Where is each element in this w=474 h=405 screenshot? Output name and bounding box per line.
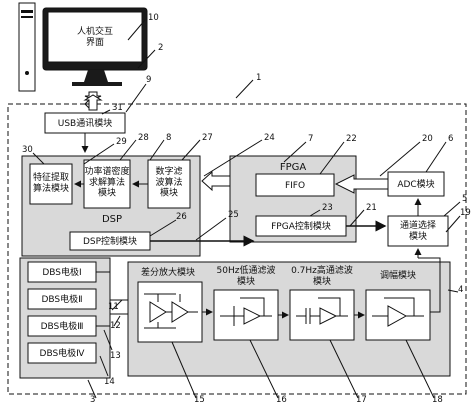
electrode-3: DBS电极Ⅲ <box>27 315 97 337</box>
diff-amp-label: 差分放大模块 <box>141 266 195 278</box>
gain-circuit <box>372 297 424 327</box>
svg-text:23: 23 <box>322 203 333 213</box>
svg-text:26: 26 <box>176 212 187 222</box>
svg-text:8: 8 <box>166 133 171 143</box>
svg-text:31: 31 <box>112 103 123 113</box>
gain-label: 调幅模块 <box>380 269 416 281</box>
electrode-1: DBS电极Ⅰ <box>27 261 97 283</box>
reference-callouts: 10 2 1 9 31 30 29 28 8 27 24 7 22 20 6 2… <box>22 13 471 405</box>
svg-text:18: 18 <box>432 395 443 405</box>
computer-monitor: 人机交互界面 <box>18 2 148 92</box>
electrode-2: DBS电极Ⅱ <box>27 288 97 310</box>
svg-text:4: 4 <box>458 285 463 295</box>
svg-text:19: 19 <box>460 208 471 218</box>
svg-text:24: 24 <box>264 133 275 143</box>
dsp-label: DSP <box>102 214 122 225</box>
digital-filter-module <box>147 159 191 209</box>
adc-module <box>387 171 445 197</box>
svg-text:9: 9 <box>146 75 151 85</box>
adc-label: ADC模块 <box>397 178 434 190</box>
usb-monitor-link <box>83 91 103 111</box>
svg-text:7: 7 <box>308 134 313 144</box>
svg-text:1: 1 <box>256 73 261 83</box>
highpass-module <box>289 289 355 341</box>
svg-text:29: 29 <box>116 137 127 147</box>
svg-text:20: 20 <box>422 134 433 144</box>
svg-text:6: 6 <box>448 134 453 144</box>
svg-text:10: 10 <box>148 13 159 23</box>
svg-text:13: 13 <box>110 351 121 361</box>
svg-text:16: 16 <box>276 395 287 405</box>
feature-extraction-label: 特征提取算法模块 <box>33 171 69 194</box>
svg-text:22: 22 <box>346 134 357 144</box>
svg-text:15: 15 <box>194 395 205 405</box>
adc-to-fifo-arrow <box>334 174 389 194</box>
fifo-to-dsp-arrow <box>201 170 231 192</box>
svg-text:DBS电极Ⅱ: DBS电极Ⅱ <box>41 293 82 305</box>
psd-module <box>83 159 131 209</box>
svg-text:3: 3 <box>90 395 95 405</box>
usb-module-label: USB通讯模块 <box>58 117 112 129</box>
electrode-4: DBS电极Ⅳ <box>27 342 97 364</box>
psd-label: 功率谱密度求解算法模块 <box>84 165 129 199</box>
fpga-control-label: FPGA控制模块 <box>271 220 331 232</box>
highpass-label: 0.7Hz高通滤波模块 <box>291 264 353 287</box>
diff-amp-circuit <box>144 293 198 329</box>
feature-extraction-module <box>29 163 73 205</box>
svg-text:5: 5 <box>462 194 467 204</box>
monitor-screen-label: 人机交互界面 <box>77 25 113 48</box>
svg-text:17: 17 <box>356 395 367 405</box>
lowpass-circuit <box>220 297 272 326</box>
svg-text:DBS电极Ⅳ: DBS电极Ⅳ <box>40 347 86 359</box>
svg-text:27: 27 <box>202 133 213 143</box>
fifo-module <box>255 173 335 197</box>
highpass-circuit <box>296 297 348 325</box>
svg-text:21: 21 <box>366 203 377 213</box>
svg-text:25: 25 <box>228 210 239 220</box>
system-boundary <box>7 103 467 395</box>
svg-text:DBS电极Ⅲ: DBS电极Ⅲ <box>41 320 84 332</box>
svg-text:2: 2 <box>158 43 163 53</box>
svg-text:14: 14 <box>104 377 115 387</box>
svg-text:DBS电极Ⅰ: DBS电极Ⅰ <box>42 266 81 278</box>
gain-to-channel-select <box>418 257 441 313</box>
svg-text:28: 28 <box>138 133 149 143</box>
dsp-control-label: DSP控制模块 <box>83 235 137 247</box>
svg-text:11: 11 <box>108 302 119 312</box>
digital-filter-label: 数字滤波算法模块 <box>155 165 182 199</box>
svg-text:12: 12 <box>110 321 121 331</box>
channel-select-label: 通道选择模块 <box>400 219 436 242</box>
fpga-label: FPGA <box>280 162 307 173</box>
svg-text:30: 30 <box>22 145 33 155</box>
lowpass-label: 50Hz低通滤波模块 <box>217 264 276 287</box>
fifo-label: FIFO <box>285 181 305 191</box>
